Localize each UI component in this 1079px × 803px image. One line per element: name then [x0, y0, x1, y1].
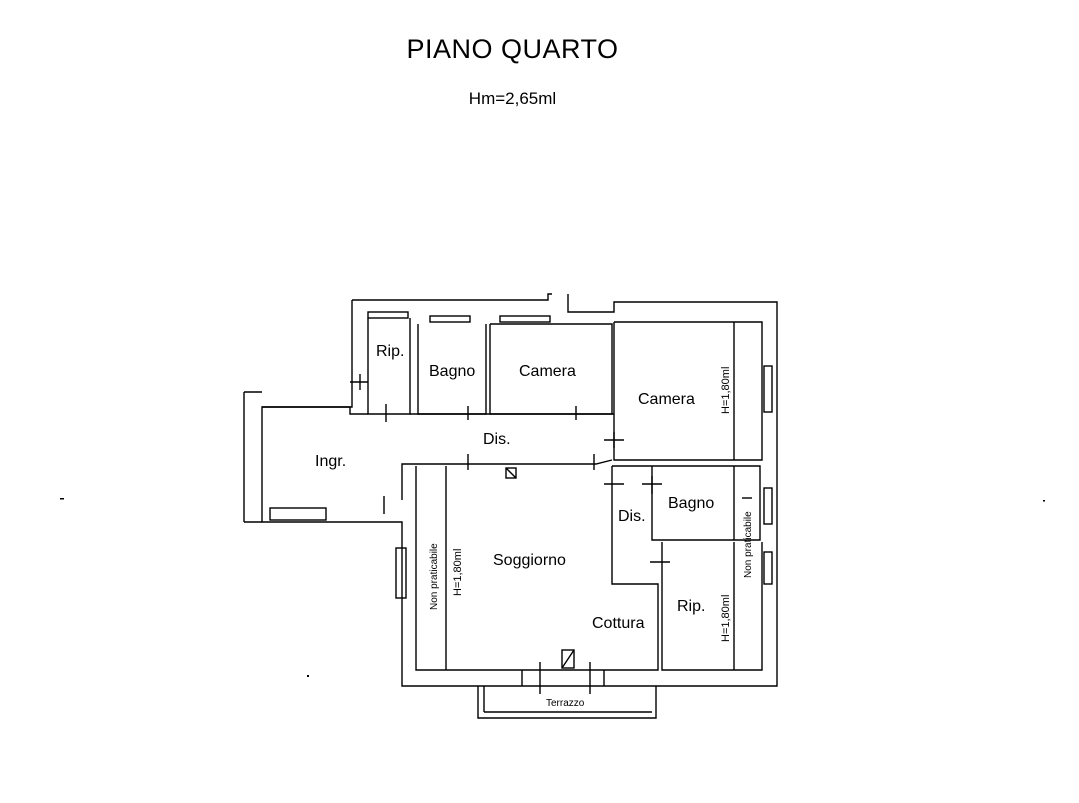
- room-label-soggiorno: Soggiorno: [493, 552, 566, 569]
- room-label-rip-right: Rip.: [677, 598, 705, 615]
- room-label-rip-top: Rip.: [376, 343, 404, 360]
- room-label-camera-2: Camera: [638, 391, 695, 408]
- door-marks: [350, 374, 752, 694]
- ceiling-height-subtitle: Hm=2,65ml: [468, 89, 557, 108]
- room-label-bagno-right: Bagno: [668, 495, 714, 512]
- scan-specks: [60, 498, 1045, 677]
- terrazzo-label: Terrazzo: [546, 698, 585, 709]
- page-title: PIANO QUARTO: [406, 34, 619, 64]
- room-label-ingr: Ingr.: [315, 453, 346, 470]
- room-label-dis-main: Dis.: [483, 431, 511, 448]
- room-label-cottura: Cottura: [592, 615, 645, 632]
- height-label-rip: H=1,80ml: [720, 595, 732, 642]
- non-praticabile-label-right: Non praticabile: [743, 511, 754, 578]
- height-label-camera: H=1,80ml: [720, 367, 732, 414]
- non-praticabile-label-left: Non praticabile: [429, 543, 440, 610]
- room-label-camera-1: Camera: [519, 363, 576, 380]
- room-label-bagno-top: Bagno: [429, 363, 475, 380]
- room-label-dis-small: Dis.: [618, 508, 646, 525]
- height-label-soggiorno: H=1,80ml: [452, 549, 464, 596]
